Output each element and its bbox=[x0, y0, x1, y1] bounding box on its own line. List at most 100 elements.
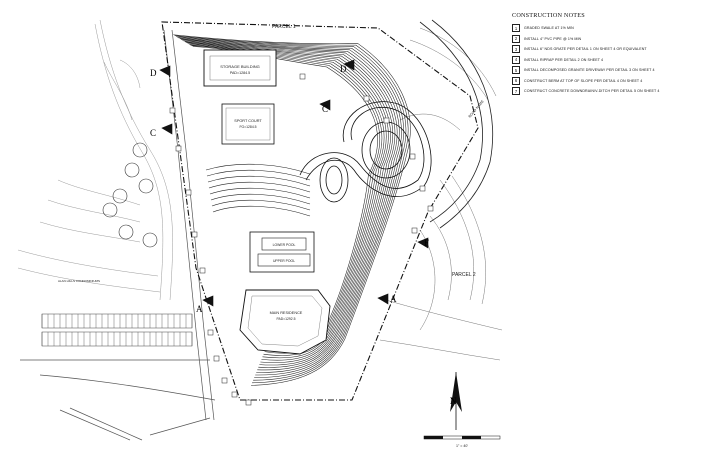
section-f: F bbox=[424, 238, 429, 248]
grading-contour-line bbox=[178, 37, 402, 376]
tree-symbol bbox=[138, 178, 154, 194]
construction-notes-title: CONSTRUCTION NOTES bbox=[512, 12, 585, 19]
storage-building-label: STORAGE BUILDING bbox=[220, 64, 260, 69]
grading-contour-line bbox=[212, 205, 311, 217]
tree-symbol bbox=[132, 142, 148, 158]
upper-pool-label: UPPER POOL bbox=[273, 259, 295, 263]
north-label: N bbox=[450, 396, 457, 406]
grading-contour-line bbox=[174, 35, 409, 384]
adjacent-contours bbox=[17, 19, 173, 301]
note-callouts bbox=[169, 73, 434, 406]
grading-contour-line bbox=[181, 39, 398, 371]
adjacent-property-label: ALAN HILLS CONDOMINIUMS bbox=[58, 279, 100, 283]
grading-contour-line bbox=[210, 193, 311, 205]
callout-box bbox=[409, 153, 416, 160]
section-markers bbox=[159, 59, 429, 307]
callout-box bbox=[175, 145, 182, 152]
callout-box bbox=[427, 205, 434, 212]
construction-note-row: 1 GRADED SWALE AT 1% MIN bbox=[512, 23, 698, 34]
parcel-2-contours bbox=[379, 27, 503, 361]
sport-court-pad-label: FG=1284.5 bbox=[239, 125, 256, 129]
construction-note-row: 6 CONSTRUCT BERM AT TOP OF SLOPE PER DETA… bbox=[512, 76, 698, 87]
grading-contour-line bbox=[177, 36, 404, 378]
section-d-east: D bbox=[340, 64, 347, 74]
section-c-east: C bbox=[322, 104, 328, 114]
grading-contours bbox=[173, 34, 411, 386]
lower-pool-label: LOWER POOL bbox=[273, 243, 296, 247]
section-d-west: D bbox=[150, 68, 157, 78]
construction-note-row: 2 INSTALL 4" PVC PIPE @ 1% MIN bbox=[512, 34, 698, 45]
parking-stalls bbox=[41, 314, 193, 346]
parking-rows bbox=[41, 313, 193, 347]
callout-box bbox=[207, 329, 214, 336]
grading-contour-line bbox=[175, 36, 407, 381]
note-text: INSTALL DECOMPOSED GRANITE DRIVEWAY PER … bbox=[524, 68, 655, 73]
main-residence-pad-label: PAD=1292.5 bbox=[276, 317, 295, 321]
callout-box bbox=[191, 231, 198, 238]
note-text: CONSTRUCT BERM AT TOP OF SLOPE PER DETAI… bbox=[524, 78, 643, 83]
tree-symbol bbox=[112, 188, 128, 204]
grading-contour-line bbox=[211, 199, 311, 211]
grading-contour-line bbox=[205, 163, 311, 175]
tree-symbol bbox=[118, 224, 134, 240]
grading-contour-line bbox=[206, 169, 311, 181]
note-text: INSTALL 4" PVC PIPE @ 1% MIN bbox=[524, 36, 582, 41]
callout-box bbox=[383, 117, 390, 124]
note-number-box: 3 bbox=[512, 45, 520, 54]
parcel-1-label: PARCEL 1 bbox=[272, 24, 296, 30]
note-number-box: 5 bbox=[512, 66, 520, 75]
access-road bbox=[419, 19, 493, 229]
grading-contour-line bbox=[183, 40, 393, 366]
sport-court-label: SPORT COURT bbox=[234, 119, 262, 123]
note-number-box: 1 bbox=[512, 24, 520, 33]
construction-notes-list: 1 GRADED SWALE AT 1% MIN 2 INSTALL 4" PVC P… bbox=[512, 23, 698, 97]
grading-contour-line bbox=[173, 34, 411, 386]
grading-contour-line bbox=[209, 187, 311, 199]
parcel-2-label: PARCEL 2 bbox=[452, 272, 476, 278]
main-residence: MAIN RESIDENCE PAD=1292.5 bbox=[239, 289, 331, 355]
road-name-label: ROAD NAME bbox=[468, 99, 485, 119]
pool-area: LOWER POOL UPPER POOL bbox=[249, 231, 315, 273]
note-text: GRADED SWALE AT 1% MIN bbox=[524, 26, 574, 31]
note-text: CONSTRUCT CONCRETE DOWNDRAIN/V-DITCH PER… bbox=[524, 89, 660, 94]
adjacent-roads bbox=[20, 29, 216, 441]
section-a-west: A bbox=[196, 304, 203, 314]
callout-box bbox=[221, 377, 228, 384]
tree-symbols bbox=[102, 142, 158, 248]
north-arrow: N bbox=[450, 372, 462, 430]
property-boundary bbox=[161, 21, 479, 401]
main-residence-label: MAIN RESIDENCE bbox=[270, 311, 303, 315]
callout-box bbox=[363, 95, 370, 102]
grading-contour-line bbox=[208, 181, 311, 193]
scale-text: 1" = 40' bbox=[456, 444, 468, 448]
construction-note-row: 5 INSTALL DECOMPOSED GRANITE DRIVEWAY PER… bbox=[512, 65, 698, 76]
callout-box bbox=[199, 267, 206, 274]
grading-contour-line bbox=[179, 38, 400, 373]
grading-contour-line bbox=[182, 39, 396, 368]
note-text: INSTALL 6" NDS GRATE PER DETAIL 1 ON SHE… bbox=[524, 47, 647, 52]
note-number-box: 2 bbox=[512, 34, 520, 43]
note-number-box: 6 bbox=[512, 76, 520, 85]
callout-box bbox=[411, 227, 418, 234]
callout-box bbox=[231, 391, 238, 398]
callout-box bbox=[419, 185, 426, 192]
callout-box bbox=[299, 73, 306, 80]
note-number-box: 4 bbox=[512, 55, 520, 64]
note-text: INSTALL RIPRAP PER DETAIL 2 ON SHEET 4 bbox=[524, 57, 604, 62]
construction-notes: CONSTRUCTION NOTES 1 GRADED SWALE AT 1% M… bbox=[512, 12, 698, 97]
callout-box bbox=[169, 107, 176, 114]
tree-symbol bbox=[142, 232, 158, 248]
driveway-switchbacks bbox=[299, 101, 432, 203]
section-a-east: A bbox=[390, 294, 397, 304]
construction-note-row: 3 INSTALL 6" NDS GRATE PER DETAIL 1 ON SH… bbox=[512, 44, 698, 55]
sport-court: SPORT COURT FG=1284.5 bbox=[221, 103, 275, 145]
grading-contour-line bbox=[184, 41, 391, 363]
section-c-west: C bbox=[150, 128, 156, 138]
scale-bar: 1" = 40' bbox=[423, 435, 501, 448]
storage-building: STORAGE BUILDING PAD=1284.5 bbox=[203, 49, 277, 87]
callout-box bbox=[185, 189, 192, 196]
tree-symbol bbox=[124, 162, 140, 178]
tree-symbol bbox=[102, 202, 118, 218]
